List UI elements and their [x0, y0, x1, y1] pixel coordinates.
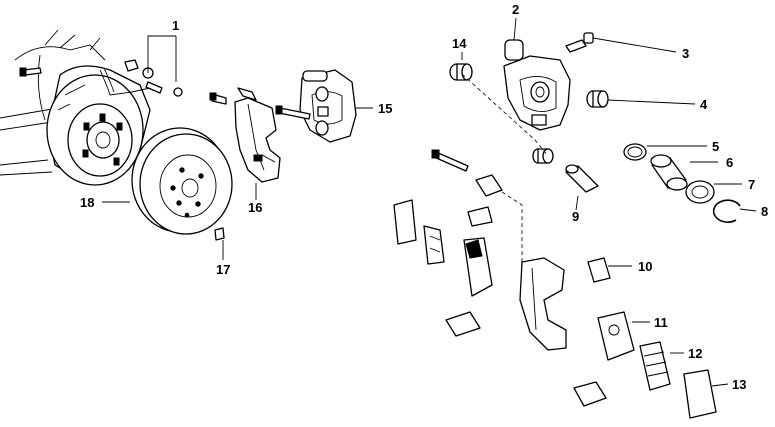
snap-ring — [712, 199, 741, 223]
leader-lines — [102, 17, 757, 387]
callout-8: 8 — [761, 204, 768, 219]
callout-4: 4 — [700, 97, 708, 112]
callout-18: 18 — [80, 195, 94, 210]
anti-squeal-shim — [639, 341, 671, 391]
pad-shim-left-group — [393, 199, 493, 337]
callout-7: 7 — [748, 177, 755, 192]
callout-13: 13 — [732, 377, 746, 392]
callout-9: 9 — [572, 209, 579, 224]
caliper-assembly-left — [275, 69, 357, 143]
callout-12: 12 — [688, 346, 702, 361]
dust-boot — [685, 180, 715, 204]
hub-knuckle-assembly — [0, 29, 151, 186]
guide-pin-bolt — [431, 149, 503, 197]
callout-labels: 1 2 3 4 5 6 7 8 9 10 11 12 13 14 15 16 1… — [80, 2, 768, 392]
lower-clip — [573, 381, 607, 407]
pad-clip — [587, 257, 611, 283]
piston — [650, 154, 688, 191]
callout-15: 15 — [378, 101, 392, 116]
slide-pin — [565, 164, 599, 193]
callout-10: 10 — [638, 259, 652, 274]
brake-pad — [597, 311, 635, 361]
bushing-4 — [586, 90, 609, 108]
callout-11: 11 — [654, 315, 668, 330]
callout-17: 17 — [216, 262, 230, 277]
assembly-dash-lines — [461, 73, 549, 262]
bleeder-screw — [565, 32, 594, 53]
callout-5: 5 — [712, 139, 719, 154]
pad-support-plate — [683, 369, 717, 419]
callout-6: 6 — [726, 155, 733, 170]
caliper-mounting-bracket — [209, 87, 281, 183]
callout-2: 2 — [512, 2, 519, 17]
caliper-body — [503, 39, 571, 131]
callout-3: 3 — [682, 46, 689, 61]
lower-mounting-bracket — [519, 257, 567, 351]
callout-1: 1 — [172, 18, 179, 33]
callout-16: 16 — [248, 200, 262, 215]
callout-14: 14 — [452, 36, 467, 51]
brake-disc — [131, 127, 233, 235]
bolt-washer-set — [19, 59, 183, 97]
bushing-14 — [449, 63, 473, 81]
piston-seal — [623, 143, 647, 161]
bolt-17 — [214, 227, 225, 241]
bushing-lower — [532, 148, 554, 164]
